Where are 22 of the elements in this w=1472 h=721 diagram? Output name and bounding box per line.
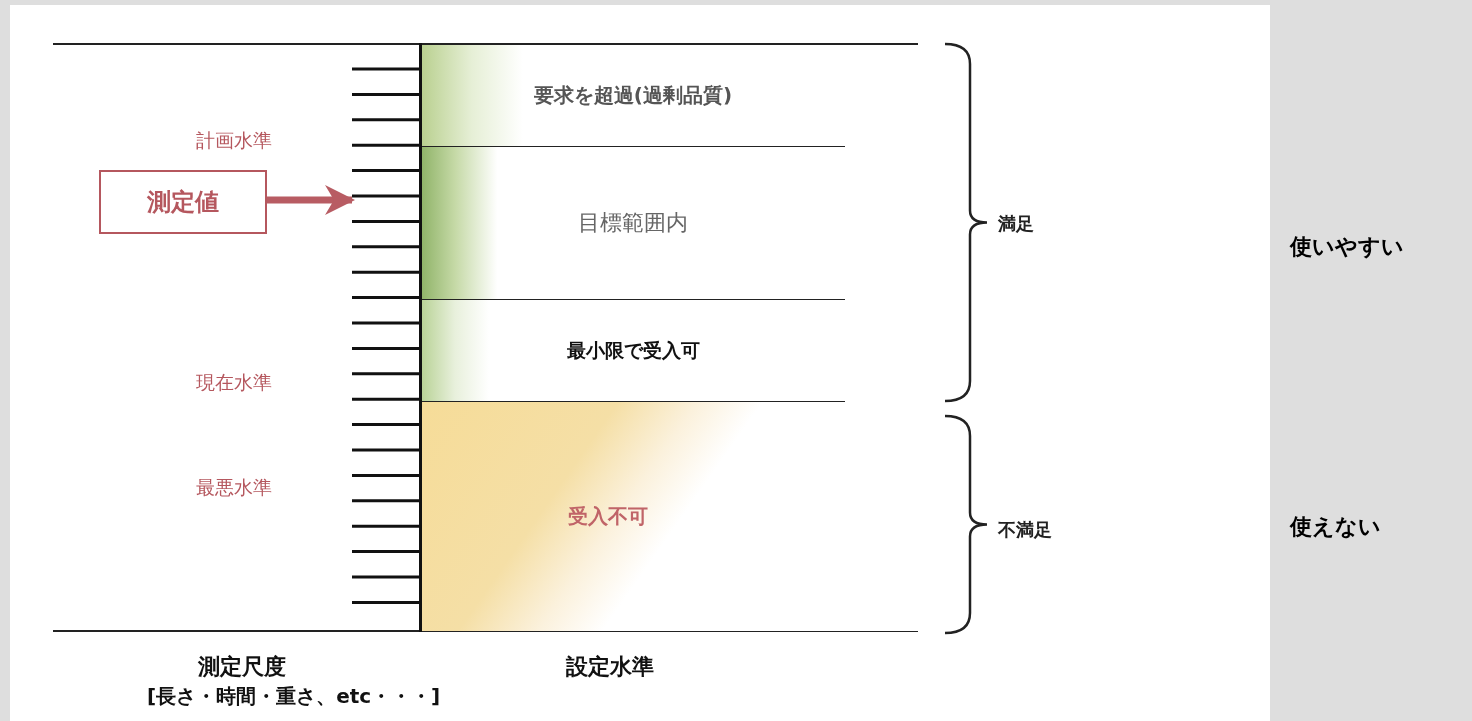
axis-subtitle: [長さ・時間・重さ、etc・・・] [147, 683, 441, 710]
box-label: 測定値 [147, 187, 219, 218]
group-label: 不満足 [998, 518, 1052, 542]
band-label: 最小限で受入可 [566, 337, 700, 363]
usability-label: 使えない [1290, 513, 1381, 541]
measured-value-box [99, 170, 267, 234]
band-label: 要求を超過(過剰品質) [533, 82, 733, 109]
band-label: 受入不可 [568, 503, 648, 530]
arrow [267, 184, 355, 216]
group-label: 満足 [998, 212, 1034, 236]
band-label: 目標範囲内 [578, 209, 688, 237]
axis-title: 測定尺度 [198, 653, 286, 681]
level-band [421, 147, 845, 299]
level-label: 最悪水準 [196, 475, 272, 500]
level-band [421, 402, 918, 631]
level-band [421, 300, 845, 401]
usability-label: 使いやすい [1290, 233, 1404, 261]
level-label: 計画水準 [196, 128, 272, 153]
axis-title: 設定水準 [566, 653, 654, 681]
level-band [421, 45, 845, 146]
measurement-scale [352, 43, 422, 632]
level-label: 現在水準 [196, 370, 272, 395]
